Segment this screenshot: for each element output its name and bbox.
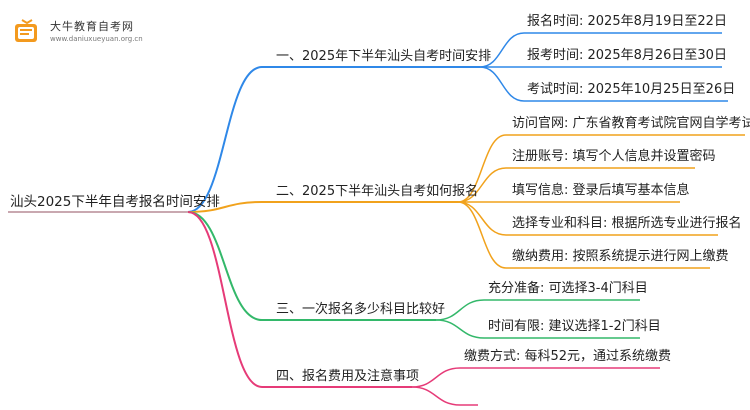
branch-4-child-1-connector — [411, 367, 461, 388]
branch-3-child-2: 时间有限: 建议选择1-2门科目 — [488, 319, 661, 334]
branch-2-child-1: 访问官网: 广东省教育考试院官网自学考试栏目 — [512, 116, 750, 131]
site-logo[interactable]: 大牛教育自考网 www.daniuxueyuan.org.cn — [12, 16, 172, 50]
branch-1-label: 一、2025年下半年汕头自考时间安排 — [276, 49, 492, 64]
logo-book-icon — [15, 19, 37, 42]
branch-4-child-2-connector — [411, 386, 461, 406]
branch-1-child-1-connector — [479, 32, 525, 68]
mindmap-root: 汕头2025下半年自考报名时间安排 — [10, 194, 220, 210]
branch-1-child-2: 报考时间: 2025年8月26日至30日 — [527, 48, 727, 63]
branch-2-connector — [187, 201, 263, 213]
branch-3-child-1-connector — [435, 299, 485, 321]
branch-1-child-1: 报名时间: 2025年8月19日至22日 — [527, 14, 727, 29]
branch-3-label: 三、一次报名多少科目比较好 — [276, 302, 446, 317]
branch-1-child-3-connector — [479, 66, 525, 102]
branch-1-child-3: 考试时间: 2025年10月25日至26日 — [527, 82, 736, 97]
logo-url: www.daniuxueyuan.org.cn — [50, 35, 143, 43]
logo-title: 大牛教育自考网 — [50, 20, 134, 33]
branch-3-child-1: 充分准备: 可选择3-4门科目 — [488, 281, 648, 296]
branch-2-label: 二、2025下半年汕头自考如何报名 — [276, 184, 479, 199]
branch-1-connector — [187, 66, 263, 213]
branch-4-connector — [187, 211, 263, 388]
branch-2-child-5-connector — [457, 201, 507, 269]
branch-2-child-4: 选择专业和科目: 根据所选专业进行报名 — [512, 216, 742, 231]
branch-2-child-4-connector — [457, 201, 507, 236]
branch-2-child-3: 填写信息: 登录后填写基本信息 — [512, 183, 690, 198]
branch-3-connector — [187, 211, 263, 321]
branch-2-child-2: 注册账号: 填写个人信息并设置密码 — [512, 149, 716, 164]
branch-2-child-5: 缴纳费用: 按照系统提示进行网上缴费 — [512, 249, 729, 264]
branch-2-child-2-connector — [457, 167, 507, 203]
branch-3-child-2-connector — [435, 319, 485, 339]
branch-4-child-1: 缴费方式: 每科52元，通过系统缴费 — [464, 349, 672, 364]
branch-4-label: 四、报名费用及注意事项 — [276, 369, 420, 384]
branch-2-child-1-connector — [457, 134, 507, 203]
